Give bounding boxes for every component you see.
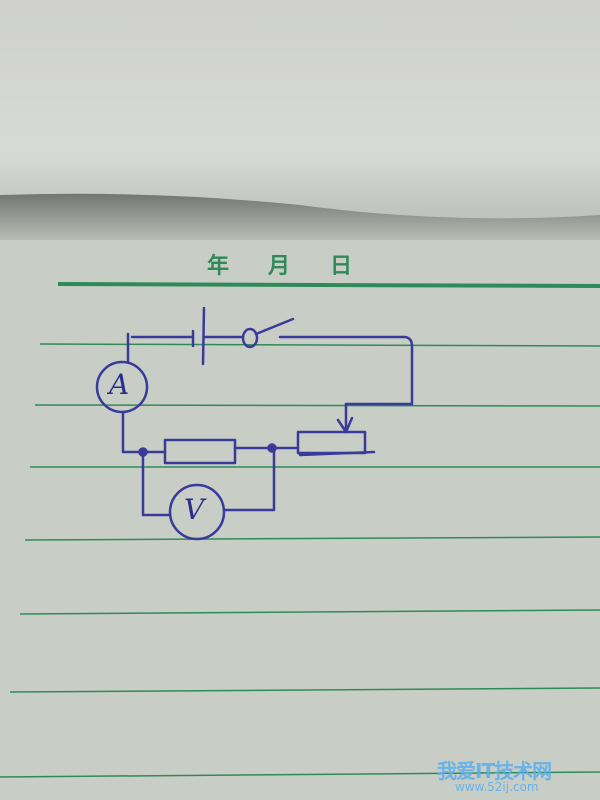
wire-top-left: [126, 332, 194, 364]
ammeter-label: A: [109, 368, 130, 401]
wire-ammeter-bottom: [121, 410, 167, 454]
voltmeter-label: V: [184, 493, 205, 526]
switch-symbol: [241, 317, 295, 349]
circuit-diagram: [95, 306, 414, 541]
watermark-url: www.52ij.com: [455, 780, 539, 794]
voltmeter-symbol: [168, 483, 226, 541]
ruled-lines: [0, 282, 600, 778]
header-month: 月: [268, 254, 291, 279]
fixed-resistor-symbol: [163, 438, 237, 465]
wire-voltmeter-branch: [141, 446, 276, 517]
header-year: 年: [207, 254, 230, 279]
watermark-title: 我爱IT技术网: [437, 759, 552, 783]
header-day: 日: [330, 254, 353, 279]
wire-top-right: [278, 335, 414, 406]
upper-crumpled-page: [0, 0, 600, 219]
wire-rheostat-tail: [298, 450, 376, 457]
